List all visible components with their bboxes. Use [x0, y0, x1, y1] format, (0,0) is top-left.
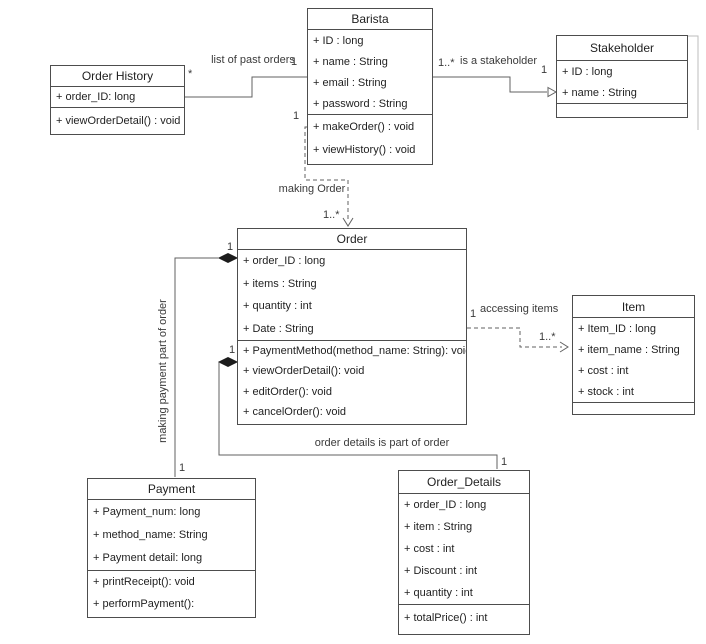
- multiplicity-label: 1: [541, 64, 548, 76]
- class-attribute: + name : String: [562, 86, 637, 99]
- association-label: making payment part of order: [157, 299, 169, 443]
- class-attribute: + items : String: [243, 277, 317, 290]
- class-title: Order History: [51, 66, 184, 87]
- class-attribute: + order_ID : long: [404, 499, 487, 511]
- attributes-compartment: + Payment_num: long + method_name: Strin…: [88, 500, 255, 570]
- multiplicity-label: 1: [293, 110, 300, 122]
- class-title: Order_Details: [399, 471, 529, 494]
- attributes-compartment: + ID : long + name : String: [557, 61, 687, 103]
- class-attribute: + method_name: String: [93, 528, 208, 541]
- class-method: + printReceipt(): void: [93, 576, 195, 588]
- class-barista[interactable]: Barista + ID : long + name : String + em…: [307, 8, 433, 165]
- dependency-order-item[interactable]: [467, 327, 562, 348]
- class-attribute: + Date : String: [243, 322, 314, 335]
- class-attribute: + item_name : String: [578, 343, 680, 356]
- association-label: accessing items: [480, 303, 559, 315]
- class-attribute: + ID : long: [562, 65, 613, 78]
- class-title: Order: [238, 229, 466, 250]
- class-attribute: + name : String: [313, 55, 388, 68]
- class-attribute: + Payment_num: long: [93, 505, 201, 518]
- class-attribute: + order_ID: long: [56, 91, 136, 103]
- class-method: + viewOrderDetail() : void: [56, 114, 181, 127]
- association-barista-stakeholder[interactable]: [433, 76, 547, 93]
- multiplicity-label: 1: [227, 241, 234, 253]
- class-order[interactable]: Order + order_ID : long + items : String…: [237, 228, 467, 425]
- empty-compartment: [573, 402, 694, 412]
- class-attribute: + order_ID : long: [243, 255, 326, 268]
- class-attribute: + password : String: [313, 97, 408, 110]
- class-title: Payment: [88, 479, 255, 500]
- association-order-history-barista[interactable]: [185, 76, 307, 98]
- composition-diamond-icon: [217, 252, 239, 264]
- multiplicity-label: 1..*: [438, 57, 455, 69]
- empty-compartment: [557, 103, 687, 115]
- class-attribute: + Payment detail: long: [93, 552, 203, 565]
- open-arrowhead-icon: [342, 217, 354, 227]
- class-method: + viewHistory() : void: [313, 144, 416, 157]
- attributes-compartment: + Item_ID : long + item_name : String + …: [573, 318, 694, 402]
- class-order-details[interactable]: Order_Details + order_ID : long + item :…: [398, 470, 530, 635]
- class-title: Stakeholder: [557, 36, 687, 61]
- class-method: + performPayment():: [93, 598, 195, 610]
- class-attribute: + email : String: [313, 76, 387, 89]
- attributes-compartment: + order_ID : long + item : String + cost…: [399, 494, 529, 604]
- attributes-compartment: + ID : long + name : String + email : St…: [308, 30, 432, 114]
- multiplicity-label: 1..*: [323, 209, 340, 221]
- class-attribute: + cost : int: [404, 543, 455, 555]
- class-order-history[interactable]: Order History + order_ID: long + viewOrd…: [50, 65, 185, 135]
- methods-compartment: + viewOrderDetail() : void: [51, 107, 184, 133]
- composition-order-payment[interactable]: [174, 257, 219, 477]
- class-payment[interactable]: Payment + Payment_num: long + method_nam…: [87, 478, 256, 618]
- methods-compartment: + printReceipt(): void + performPayment(…: [88, 570, 255, 615]
- multiplicity-label: 1: [501, 456, 508, 468]
- class-attribute: + stock : int: [578, 385, 634, 398]
- association-label: order details is part of order: [314, 437, 450, 449]
- association-label: list of past orders: [211, 54, 295, 66]
- multiplicity-label: 1: [229, 344, 236, 356]
- class-item[interactable]: Item + Item_ID : long + item_name : Stri…: [572, 295, 695, 415]
- open-triangle-arrowhead-icon: [547, 86, 558, 98]
- class-attribute: + item : String: [404, 521, 473, 533]
- class-method: + editOrder(): void: [243, 385, 332, 398]
- association-label: making Order: [278, 183, 346, 195]
- multiplicity-label: 1: [291, 56, 298, 68]
- class-method: + viewOrderDetail(): void: [243, 365, 365, 378]
- class-method: + PaymentMethod(method_name: String): vo…: [243, 345, 466, 358]
- class-title: Barista: [308, 9, 432, 30]
- attributes-compartment: + order_ID: long: [51, 87, 184, 107]
- multiplicity-label: *: [188, 68, 193, 80]
- composition-order-order-details[interactable]: [218, 362, 498, 469]
- open-arrowhead-icon: [559, 341, 569, 353]
- methods-compartment: + makeOrder() : void + viewHistory() : v…: [308, 114, 432, 162]
- class-stakeholder[interactable]: Stakeholder + ID : long + name : String: [556, 35, 688, 118]
- class-attribute: + quantity : int: [243, 300, 312, 313]
- dependency-barista-order[interactable]: [304, 126, 349, 220]
- class-attribute: + Item_ID : long: [578, 322, 656, 335]
- methods-compartment: + PaymentMethod(method_name: String): vo…: [238, 340, 466, 422]
- multiplicity-label: 1: [179, 462, 186, 474]
- class-attribute: + cost : int: [578, 364, 629, 377]
- multiplicity-label: 1: [470, 308, 477, 320]
- class-method: + cancelOrder(): void: [243, 405, 347, 418]
- class-title: Item: [573, 296, 694, 318]
- class-attribute: + quantity : int: [404, 587, 473, 599]
- class-method: + makeOrder() : void: [313, 120, 415, 133]
- multiplicity-label: 1..*: [539, 331, 556, 343]
- class-attribute: + ID : long: [313, 34, 364, 47]
- class-attribute: + Discount : int: [404, 565, 478, 577]
- association-label: is a stakeholder: [460, 55, 538, 67]
- methods-compartment: + totalPrice() : int: [399, 604, 529, 630]
- class-method: + totalPrice() : int: [404, 611, 488, 624]
- composition-diamond-icon: [217, 356, 239, 368]
- attributes-compartment: + order_ID : long + items : String + qua…: [238, 250, 466, 340]
